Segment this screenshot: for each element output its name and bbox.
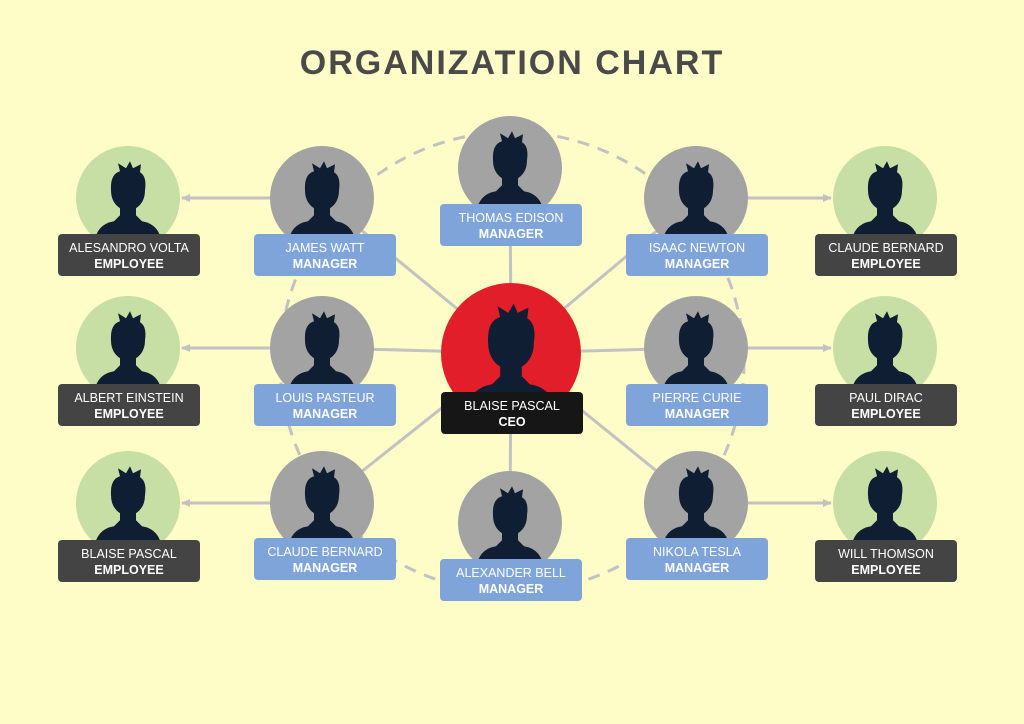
manager-node[interactable]: NIKOLA TESLA MANAGER bbox=[626, 451, 768, 580]
person-silhouette-icon bbox=[662, 311, 730, 395]
employee-name: CLAUDE BERNARD bbox=[828, 241, 943, 255]
manager-node[interactable]: CLAUDE BERNARD MANAGER bbox=[254, 451, 396, 580]
manager-name: ISAAC NEWTON bbox=[649, 241, 745, 255]
person-silhouette-icon bbox=[94, 161, 162, 245]
person-silhouette-icon bbox=[851, 466, 919, 550]
manager-name: NIKOLA TESLA bbox=[653, 545, 742, 559]
person-silhouette-icon bbox=[476, 486, 544, 570]
employee-node[interactable]: WILL THOMSON EMPLOYEE bbox=[815, 451, 957, 582]
page-title: ORGANIZATION CHART bbox=[299, 44, 725, 82]
employee-name: ALBERT EINSTEIN bbox=[74, 391, 183, 405]
employee-label-box bbox=[815, 540, 957, 582]
manager-role: MANAGER bbox=[479, 582, 544, 596]
manager-label-box bbox=[440, 559, 582, 601]
person-silhouette-icon bbox=[662, 161, 730, 245]
manager-name: LOUIS PASTEUR bbox=[275, 391, 374, 405]
employee-node[interactable]: ALBERT EINSTEIN EMPLOYEE bbox=[58, 296, 200, 426]
employee-node[interactable]: ALESANDRO VOLTA EMPLOYEE bbox=[58, 146, 200, 276]
manager-label-box bbox=[254, 384, 396, 426]
manager-name: JAMES WATT bbox=[285, 241, 365, 255]
employee-name: BLAISE PASCAL bbox=[81, 547, 177, 561]
manager-label-box bbox=[626, 384, 768, 426]
employee-node[interactable]: PAUL DIRAC EMPLOYEE bbox=[815, 296, 957, 426]
manager-role: MANAGER bbox=[293, 257, 358, 271]
manager-node[interactable]: ISAAC NEWTON MANAGER bbox=[626, 146, 768, 276]
employee-role: EMPLOYEE bbox=[94, 563, 163, 577]
employee-node[interactable]: BLAISE PASCAL EMPLOYEE bbox=[58, 451, 200, 582]
employee-name: ALESANDRO VOLTA bbox=[69, 241, 189, 255]
manager-role: MANAGER bbox=[293, 561, 358, 575]
manager-role: MANAGER bbox=[479, 227, 544, 241]
manager-label-box bbox=[254, 234, 396, 276]
manager-name: PIERRE CURIE bbox=[653, 391, 742, 405]
employee-name: WILL THOMSON bbox=[838, 547, 934, 561]
person-silhouette-icon bbox=[288, 466, 356, 550]
employee-label-box bbox=[58, 540, 200, 582]
manager-node[interactable]: THOMAS EDISON MANAGER bbox=[440, 116, 582, 246]
employee-role: EMPLOYEE bbox=[851, 563, 920, 577]
employee-node[interactable]: CLAUDE BERNARD EMPLOYEE bbox=[815, 146, 957, 276]
ceo-node[interactable]: BLAISE PASCAL CEO bbox=[441, 283, 583, 434]
manager-node[interactable]: LOUIS PASTEUR MANAGER bbox=[254, 296, 396, 426]
manager-label-box bbox=[440, 204, 582, 246]
ceo-role: CEO bbox=[498, 415, 525, 429]
employee-label-box bbox=[58, 384, 200, 426]
manager-role: MANAGER bbox=[665, 407, 730, 421]
employee-role: EMPLOYEE bbox=[94, 257, 163, 271]
employee-role: EMPLOYEE bbox=[94, 407, 163, 421]
manager-name: THOMAS EDISON bbox=[459, 211, 564, 225]
ceo-label-box bbox=[441, 392, 583, 434]
manager-role: MANAGER bbox=[665, 561, 730, 575]
employee-name: PAUL DIRAC bbox=[849, 391, 923, 405]
manager-label-box bbox=[626, 538, 768, 580]
person-silhouette-icon bbox=[288, 311, 356, 395]
person-silhouette-icon bbox=[851, 161, 919, 245]
person-silhouette-icon bbox=[94, 466, 162, 550]
manager-role: MANAGER bbox=[293, 407, 358, 421]
person-silhouette-icon bbox=[851, 311, 919, 395]
manager-node[interactable]: PIERRE CURIE MANAGER bbox=[626, 296, 768, 426]
employee-role: EMPLOYEE bbox=[851, 407, 920, 421]
manager-node[interactable]: JAMES WATT MANAGER bbox=[254, 146, 396, 276]
manager-name: CLAUDE BERNARD bbox=[267, 545, 382, 559]
manager-node[interactable]: ALEXANDER BELL MANAGER bbox=[440, 471, 582, 601]
person-silhouette-icon bbox=[288, 161, 356, 245]
manager-role: MANAGER bbox=[665, 257, 730, 271]
person-silhouette-icon bbox=[94, 311, 162, 395]
employee-label-box bbox=[815, 234, 957, 276]
person-silhouette-icon bbox=[465, 303, 557, 416]
employee-role: EMPLOYEE bbox=[851, 257, 920, 271]
person-silhouette-icon bbox=[476, 131, 544, 215]
person-silhouette-icon bbox=[662, 466, 730, 550]
employee-label-box bbox=[815, 384, 957, 426]
ceo-name: BLAISE PASCAL bbox=[464, 399, 560, 413]
employee-label-box bbox=[58, 234, 200, 276]
manager-name: ALEXANDER BELL bbox=[456, 566, 566, 580]
manager-label-box bbox=[626, 234, 768, 276]
manager-label-box bbox=[254, 538, 396, 580]
